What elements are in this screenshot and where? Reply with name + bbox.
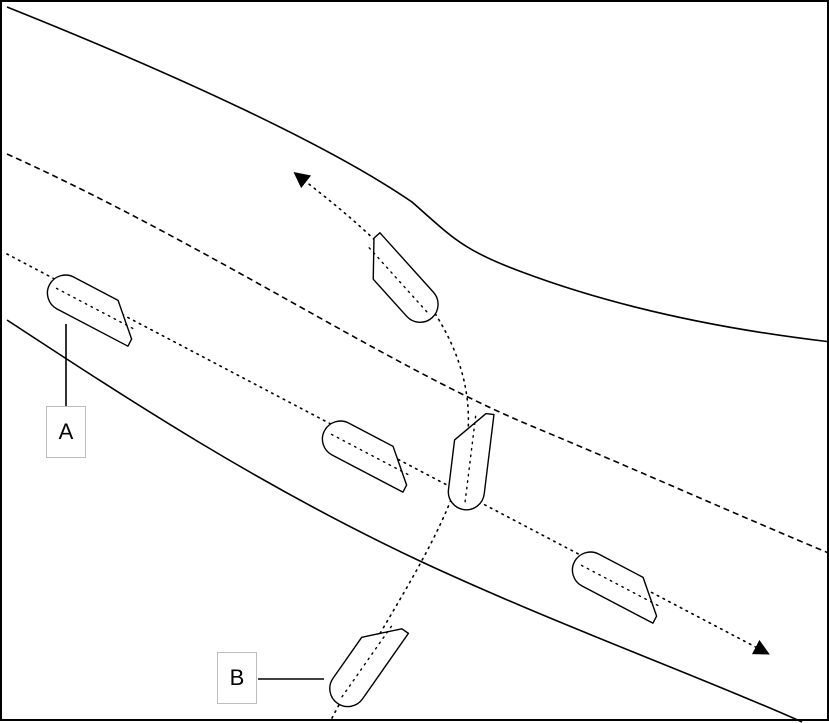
channel-center-dashed-line — [6, 153, 829, 555]
vessel-b-position-1 — [329, 623, 410, 708]
label-a: A — [46, 406, 86, 458]
vessel-b-position-3 — [367, 232, 439, 323]
vessel-b-position-2 — [447, 412, 495, 511]
upper-bank-line — [6, 6, 829, 343]
lower-bank-line — [6, 319, 803, 723]
vessel-a-position-1 — [46, 274, 136, 347]
vessel-a-position-3 — [571, 551, 661, 624]
label-b: B — [217, 652, 257, 704]
vessel-a-position-2 — [321, 420, 411, 493]
